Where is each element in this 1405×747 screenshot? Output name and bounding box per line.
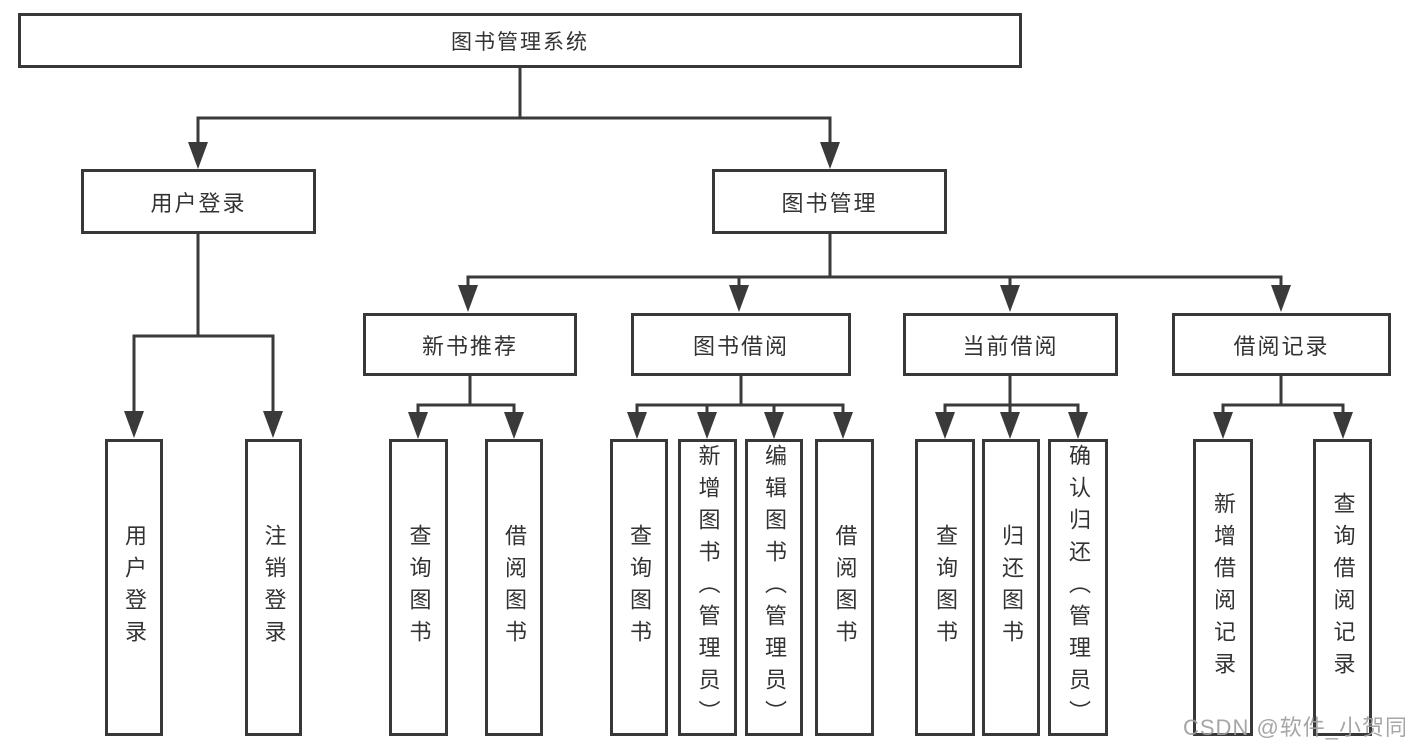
node-library-management-system: 图书管理系统 bbox=[18, 13, 1022, 68]
leaf-record-add-borrow-record: 新增借阅记录 bbox=[1193, 439, 1253, 736]
leaf-label: 查询图书 bbox=[933, 523, 958, 652]
leaf-current-confirm-return-admin: 确认归还（管理员） bbox=[1048, 439, 1108, 736]
node-label: 图书借阅 bbox=[692, 333, 789, 359]
leaf-label: 新增图书（管理员） bbox=[695, 443, 721, 732]
node-book-management: 图书管理 bbox=[712, 169, 947, 234]
node-user-login: 用户登录 bbox=[81, 169, 316, 234]
leaf-label: 编辑图书（管理员） bbox=[762, 443, 787, 732]
leaf-label: 查询图书 bbox=[406, 523, 432, 652]
leaf-label: 用户登录 bbox=[122, 523, 147, 652]
node-label: 新书推荐 bbox=[421, 333, 518, 359]
node-book-borrow: 图书借阅 bbox=[631, 313, 851, 376]
leaf-borrow-borrow-books: 借阅图书 bbox=[815, 439, 874, 736]
node-new-book-recommend: 新书推荐 bbox=[363, 313, 577, 376]
leaf-recommend-borrow-books: 借阅图书 bbox=[485, 439, 543, 736]
node-borrow-record: 借阅记录 bbox=[1172, 313, 1391, 376]
node-label: 图书管理系统 bbox=[451, 30, 589, 54]
node-label: 图书管理 bbox=[781, 190, 878, 216]
leaf-label: 借阅图书 bbox=[832, 523, 858, 652]
leaf-recommend-query-books: 查询图书 bbox=[389, 439, 448, 736]
leaf-user-login: 用户登录 bbox=[105, 439, 163, 736]
leaf-borrow-add-books-admin: 新增图书（管理员） bbox=[678, 439, 737, 736]
leaf-logout-login: 注销登录 bbox=[245, 439, 302, 736]
leaf-borrow-query-books: 查询图书 bbox=[610, 439, 668, 736]
node-current-borrow: 当前借阅 bbox=[903, 313, 1118, 376]
csdn-watermark: CSDN @软件_小贺同学 bbox=[1183, 715, 1405, 740]
leaf-label: 新增借阅记录 bbox=[1211, 491, 1236, 684]
leaf-label: 归还图书 bbox=[999, 523, 1024, 652]
leaf-label: 借阅图书 bbox=[502, 523, 527, 652]
leaf-current-query-books: 查询图书 bbox=[915, 439, 975, 736]
leaf-current-return-books: 归还图书 bbox=[982, 439, 1040, 736]
leaf-label: 注销登录 bbox=[261, 523, 287, 652]
node-label: 当前借阅 bbox=[962, 333, 1059, 359]
leaf-record-query-borrow-record: 查询借阅记录 bbox=[1313, 439, 1372, 736]
leaf-label: 确认归还（管理员） bbox=[1066, 443, 1091, 732]
node-label: 用户登录 bbox=[150, 190, 247, 216]
node-label: 借阅记录 bbox=[1233, 333, 1330, 359]
leaf-label: 查询图书 bbox=[627, 523, 652, 652]
leaf-label: 查询借阅记录 bbox=[1330, 491, 1356, 684]
leaf-borrow-edit-books-admin: 编辑图书（管理员） bbox=[745, 439, 803, 736]
